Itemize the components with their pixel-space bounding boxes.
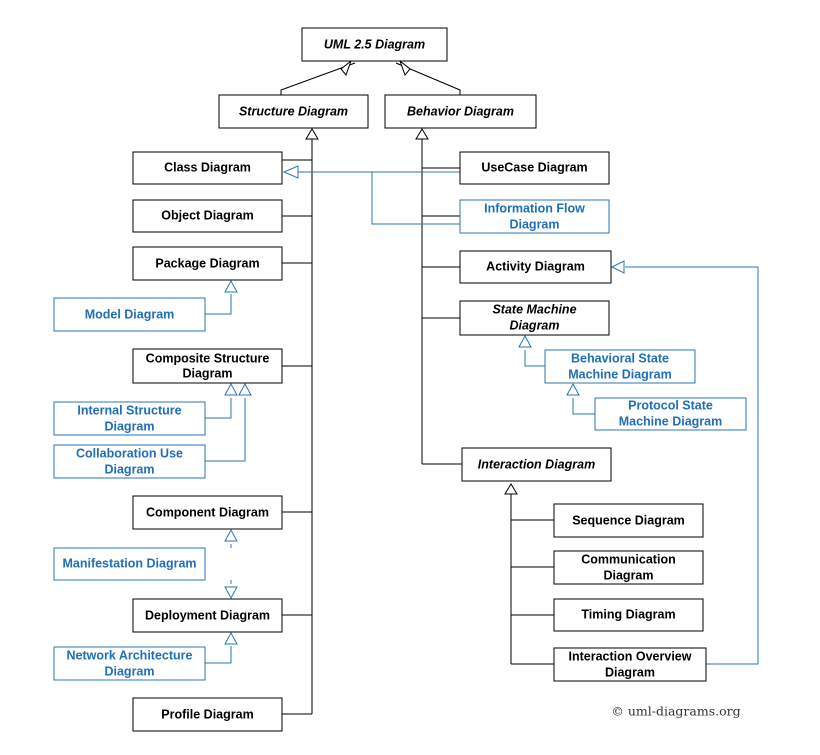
node-internal-structure-diagram: Internal Structure Diagram: [53, 401, 206, 436]
node-label-line-2: Diagram: [104, 664, 154, 678]
node-model-diagram: Model Diagram: [53, 297, 206, 332]
edge-behavior-to-root: [395, 62, 461, 95]
edge-network-to-deployment: [205, 646, 232, 664]
node-protocol-state-machine-diagram: Protocol State Machine Diagram: [594, 397, 747, 431]
generalization-arrow: [224, 382, 238, 396]
node-label-line-2: Diagram: [182, 366, 232, 380]
generalization-arrow: [224, 528, 238, 542]
generalization-arrow: [504, 483, 518, 495]
node-label-line-2: Machine Diagram: [568, 367, 672, 381]
node-label: Behavior Diagram: [407, 104, 514, 118]
node-label-line-2: Diagram: [605, 665, 655, 679]
generalization-arrow: [224, 631, 238, 645]
node-label-line-1: State Machine: [492, 302, 576, 316]
node-class-diagram: Class Diagram: [132, 151, 283, 185]
generalization-arrow: [224, 279, 238, 293]
node-state-machine-diagram: State Machine Diagram: [459, 300, 610, 336]
edge-overview-to-activity: [625, 266, 759, 665]
edge-protocol-to-behavioral: [572, 398, 595, 415]
node-label-line-1: Network Architecture: [67, 648, 193, 662]
generalization-arrow: [282, 165, 299, 179]
node-label-line-2: Machine Diagram: [619, 414, 723, 428]
copyright-credit: © uml-diagrams.org: [611, 704, 740, 719]
generalization-arrow: [224, 586, 238, 600]
node-label-line-1: Composite Structure: [146, 351, 270, 365]
node-manifestation-diagram: Manifestation Diagram: [53, 547, 206, 581]
node-label-line-2: Diagram: [104, 462, 154, 476]
node-deployment-diagram: Deployment Diagram: [132, 598, 283, 633]
node-behavioral-state-machine-diagram: Behavioral State Machine Diagram: [544, 349, 696, 384]
node-sequence-diagram: Sequence Diagram: [553, 503, 704, 538]
edge-model-to-package: [205, 294, 232, 315]
node-label-line-2: Diagram: [509, 217, 559, 231]
node-label: Component Diagram: [146, 505, 269, 519]
node-structure-diagram: Structure Diagram: [218, 94, 369, 129]
generalization-arrow: [398, 59, 411, 76]
node-label: Model Diagram: [85, 307, 175, 321]
generalization-arrow: [518, 334, 532, 348]
node-label: Sequence Diagram: [572, 513, 685, 527]
node-network-architecture-diagram: Network Architecture Diagram: [53, 646, 206, 681]
node-collaboration-use-diagram: Collaboration Use Diagram: [53, 444, 206, 479]
node-behavior-diagram: Behavior Diagram: [384, 94, 537, 129]
node-timing-diagram: Timing Diagram: [553, 598, 704, 632]
node-usecase-diagram: UseCase Diagram: [459, 151, 610, 185]
generalization-arrow: [566, 382, 580, 396]
node-label-line-2: Diagram: [509, 318, 559, 332]
node-label: Profile Diagram: [161, 707, 253, 721]
node-interaction-diagram: Interaction Diagram: [461, 447, 612, 482]
node-label-line-1: Information Flow: [484, 201, 585, 215]
node-composite-structure-diagram: Composite Structure Diagram: [132, 348, 283, 384]
generalization-arrow: [340, 59, 353, 76]
generalization-arrow: [610, 260, 625, 274]
node-label-line-1: Interaction Overview: [569, 649, 692, 663]
node-label-line-1: Internal Structure: [77, 403, 181, 417]
node-component-diagram: Component Diagram: [132, 495, 283, 530]
node-object-diagram: Object Diagram: [132, 199, 283, 233]
node-label: Timing Diagram: [581, 607, 675, 621]
node-label: UseCase Diagram: [481, 160, 587, 174]
node-label-line-1: Protocol State: [628, 398, 713, 412]
node-profile-diagram: Profile Diagram: [132, 697, 283, 732]
edge-behavioral-to-statemachine: [524, 350, 545, 367]
edge-internal-to-composite: [205, 398, 232, 419]
node-interaction-overview-diagram: Interaction Overview Diagram: [553, 647, 707, 682]
node-label: Object Diagram: [161, 208, 253, 222]
node-label: Manifestation Diagram: [62, 556, 196, 570]
node-label: Deployment Diagram: [145, 608, 270, 622]
node-label: Interaction Diagram: [478, 457, 595, 471]
node-package-diagram: Package Diagram: [132, 246, 283, 281]
node-label: Activity Diagram: [486, 259, 585, 273]
node-uml-2-5-diagram: UML 2.5 Diagram: [301, 27, 448, 62]
node-label: Structure Diagram: [239, 104, 348, 118]
node-label-line-1: Behavioral State: [571, 351, 669, 365]
node-activity-diagram: Activity Diagram: [459, 250, 612, 284]
node-label-line-1: Collaboration Use: [76, 446, 183, 460]
generalization-arrow: [305, 128, 319, 140]
generalization-arrow: [415, 128, 429, 140]
node-information-flow-diagram: Information Flow Diagram: [459, 199, 610, 234]
edge-collaboration-to-composite: [205, 398, 246, 462]
node-label-line-2: Diagram: [603, 568, 653, 582]
node-label-line-1: Communication: [581, 552, 675, 566]
edge-infoflow-to-class: [371, 172, 460, 225]
node-label: Class Diagram: [164, 160, 251, 174]
generalization-arrow: [238, 382, 252, 396]
node-communication-diagram: Communication Diagram: [553, 550, 704, 585]
node-label-line-2: Diagram: [104, 419, 154, 433]
node-label: Package Diagram: [155, 256, 259, 270]
edge-structure-to-root: [280, 62, 356, 95]
node-label: UML 2.5 Diagram: [324, 37, 425, 51]
